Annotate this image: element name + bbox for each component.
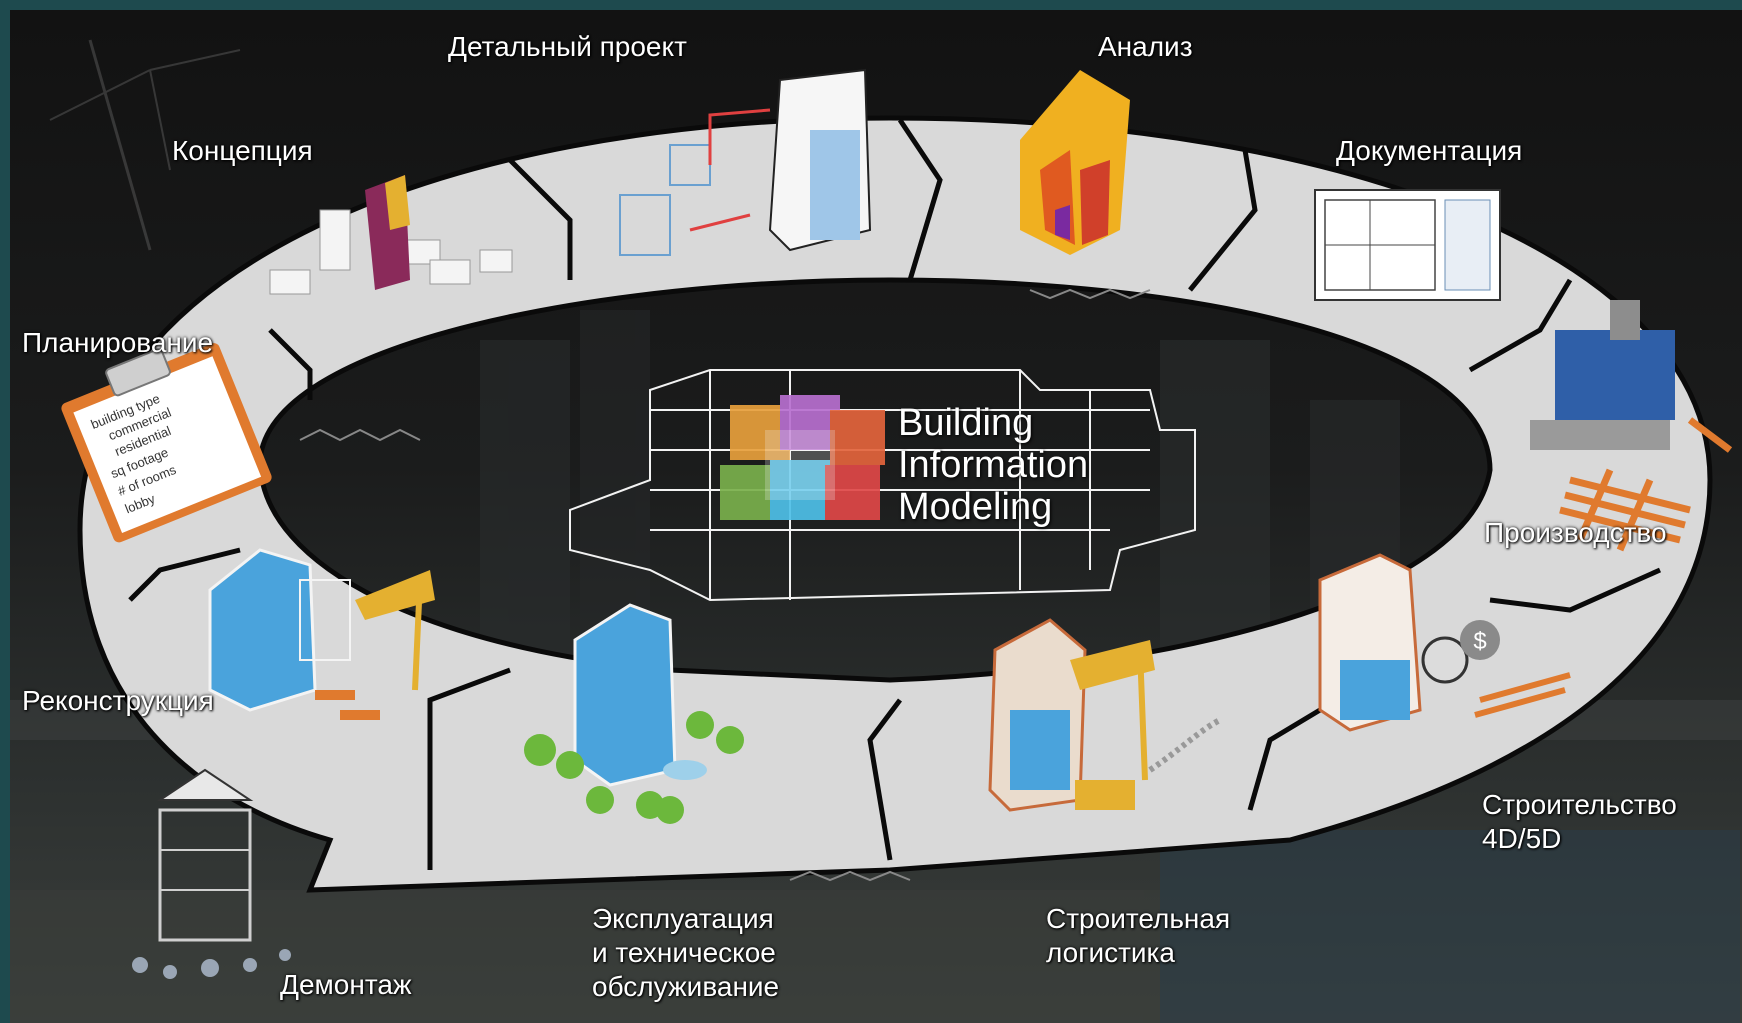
analysis-heatmap-icon xyxy=(1020,70,1130,255)
label-demolition: Демонтаж xyxy=(280,969,412,1000)
label-logistics-line-2: логистика xyxy=(1046,937,1175,968)
concept-model-icon xyxy=(269,175,513,295)
label-documentation: Документация xyxy=(1336,135,1523,166)
label-operation-line-2: и техническое xyxy=(592,937,776,968)
label-construction-line-1: Строительство xyxy=(1482,789,1677,820)
label-concept: Концепция xyxy=(172,135,313,166)
svg-text:$: $ xyxy=(1473,628,1486,655)
label-logistics: Строительная логистика xyxy=(1046,902,1230,970)
detailed-design-icon xyxy=(619,68,872,256)
demolition-building-icon xyxy=(132,768,291,979)
label-detailed-design: Детальный проект xyxy=(448,31,687,62)
bim-title-line-2: Information xyxy=(898,444,1089,486)
operation-building-icon xyxy=(524,603,744,824)
label-operation-line-1: Эксплуатация xyxy=(592,903,774,934)
construction-4d5d-icon: $ xyxy=(1318,553,1571,732)
reconstruction-building-icon xyxy=(208,548,435,720)
production-machine-icon xyxy=(1530,300,1733,552)
label-construction-line-2: 4D/5D xyxy=(1482,823,1562,854)
label-planning: Планирование xyxy=(22,327,214,358)
bim-title-line-1: Building xyxy=(898,402,1034,444)
label-production: Производство xyxy=(1484,517,1667,548)
bim-lifecycle-diagram: $ xyxy=(10,10,1742,1023)
diagram-graphics: $ xyxy=(10,39,1742,1023)
bim-title: Building Information Modeling xyxy=(898,402,1088,528)
logistics-site-icon xyxy=(988,618,1222,812)
label-construction: Строительство 4D/5D xyxy=(1482,788,1677,856)
documentation-plan-icon xyxy=(1314,189,1501,301)
label-analysis: Анализ xyxy=(1098,31,1193,62)
label-logistics-line-1: Строительная xyxy=(1046,903,1231,934)
central-building-wireframe xyxy=(569,369,1196,602)
planning-clipboard-icon: building type commercial residential sq … xyxy=(61,343,272,543)
label-reconstruction: Реконструкция xyxy=(22,685,214,716)
bim-title-line-3: Modeling xyxy=(898,486,1053,528)
label-operation-line-3: обслуживание xyxy=(592,971,780,1002)
lifecycle-ring xyxy=(77,115,1713,893)
label-operation: Эксплуатация и техническое обслуживание xyxy=(592,902,779,1004)
bim-logo-icon xyxy=(720,395,885,520)
